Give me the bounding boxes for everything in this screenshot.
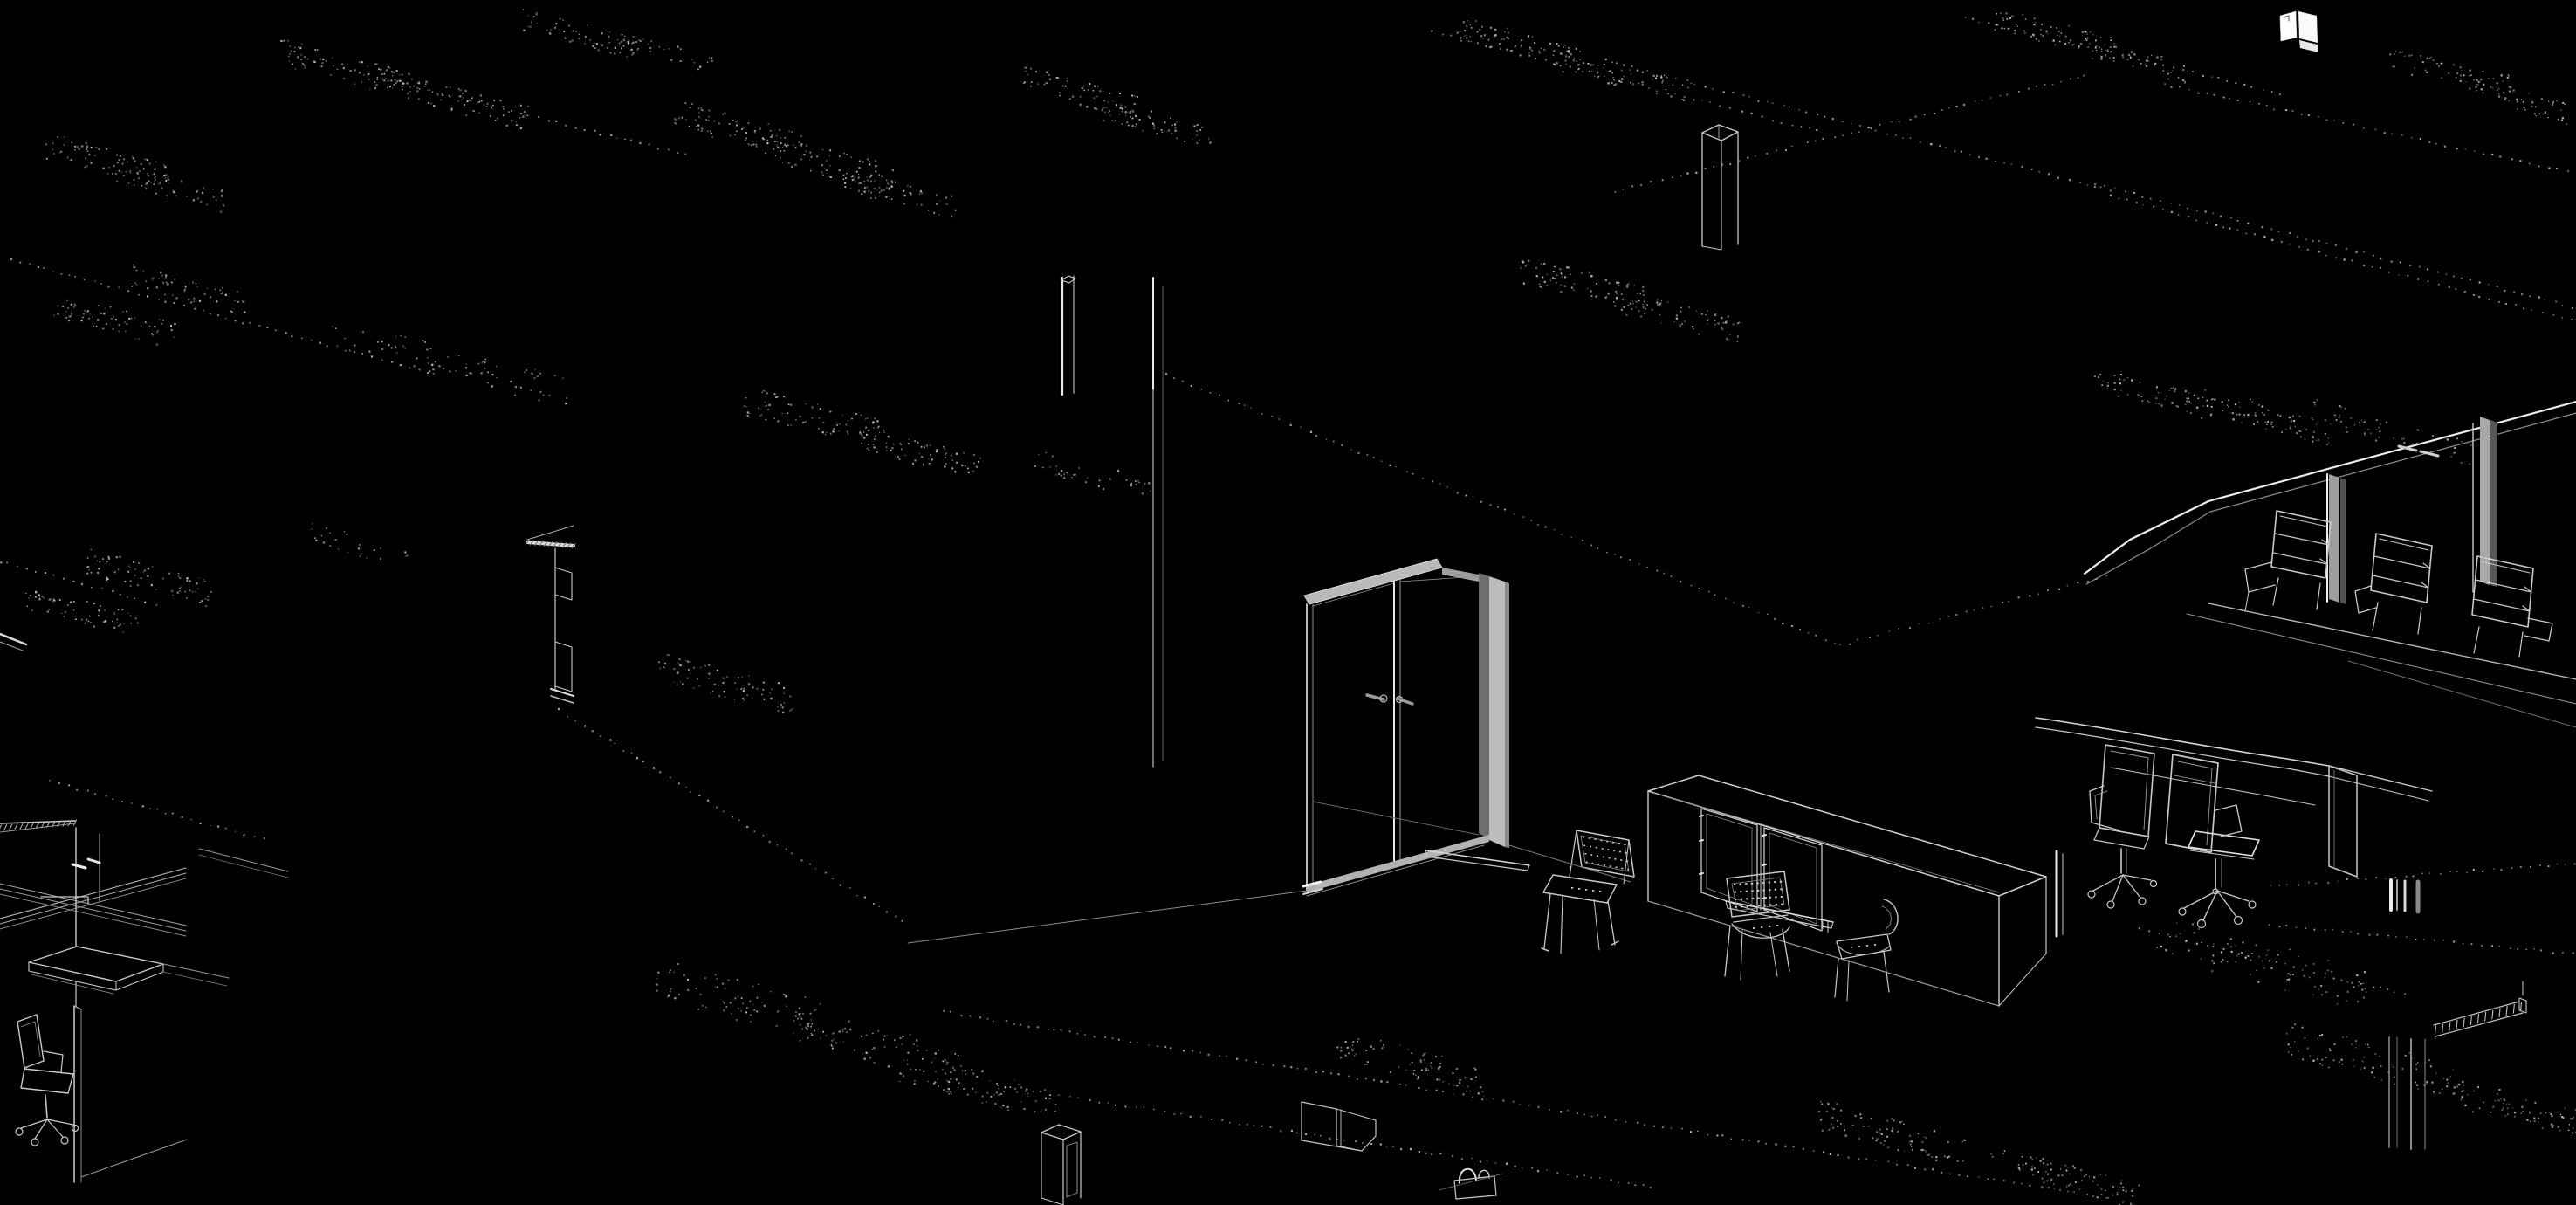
right-floor-edges bbox=[2186, 602, 2576, 728]
stack-chair-3 bbox=[1834, 899, 1899, 1002]
white-box bbox=[2279, 10, 2318, 52]
stack-chair-2-seat-dots bbox=[1753, 925, 1779, 929]
wall-corner bbox=[1152, 277, 1164, 768]
credenza bbox=[1647, 775, 2047, 1007]
bag bbox=[1438, 1167, 1504, 1200]
reception-desk bbox=[2035, 717, 2433, 938]
office-chair-2 bbox=[2165, 754, 2260, 929]
waiting-chair-2 bbox=[2354, 533, 2433, 635]
waiting-chair-1 bbox=[2244, 510, 2332, 612]
workstation-rails bbox=[0, 820, 289, 947]
wall-fixture bbox=[526, 525, 575, 704]
left-edge-ticks bbox=[0, 632, 28, 651]
atrium-rail bbox=[2083, 400, 2576, 585]
stipple-clusters bbox=[25, 9, 2576, 1205]
hatch-bands bbox=[0, 539, 2523, 1036]
stack-chair-2-perforation bbox=[1734, 880, 1783, 908]
stack-chair-1 bbox=[1541, 830, 1635, 954]
pedestal-box bbox=[1041, 1124, 1082, 1205]
workstation-desk bbox=[28, 946, 230, 1183]
stack-chair-2 bbox=[1724, 871, 1790, 981]
office-chair-1 bbox=[2087, 744, 2158, 909]
dot-grids bbox=[1571, 837, 1877, 948]
stack-chair-3-seat-dots bbox=[1851, 944, 1877, 948]
stack-chair-1-perforation bbox=[1583, 837, 1630, 871]
task-chair bbox=[15, 1014, 79, 1146]
floor-lines-center bbox=[907, 844, 1631, 944]
stack-chair-1-seat-dots bbox=[1571, 887, 1602, 892]
lower-columns bbox=[2388, 878, 2426, 1150]
glass-door bbox=[1302, 558, 1509, 897]
stair-band bbox=[2433, 981, 2527, 1037]
column-a bbox=[1701, 124, 1739, 251]
column-b bbox=[1061, 275, 1076, 396]
open-box bbox=[1301, 1101, 1377, 1152]
waiting-chair-3 bbox=[2471, 555, 2553, 658]
window-mullions bbox=[2326, 417, 2497, 604]
side-table-1 bbox=[1425, 850, 1530, 871]
hidden-dotted-lines bbox=[0, 17, 2576, 1199]
